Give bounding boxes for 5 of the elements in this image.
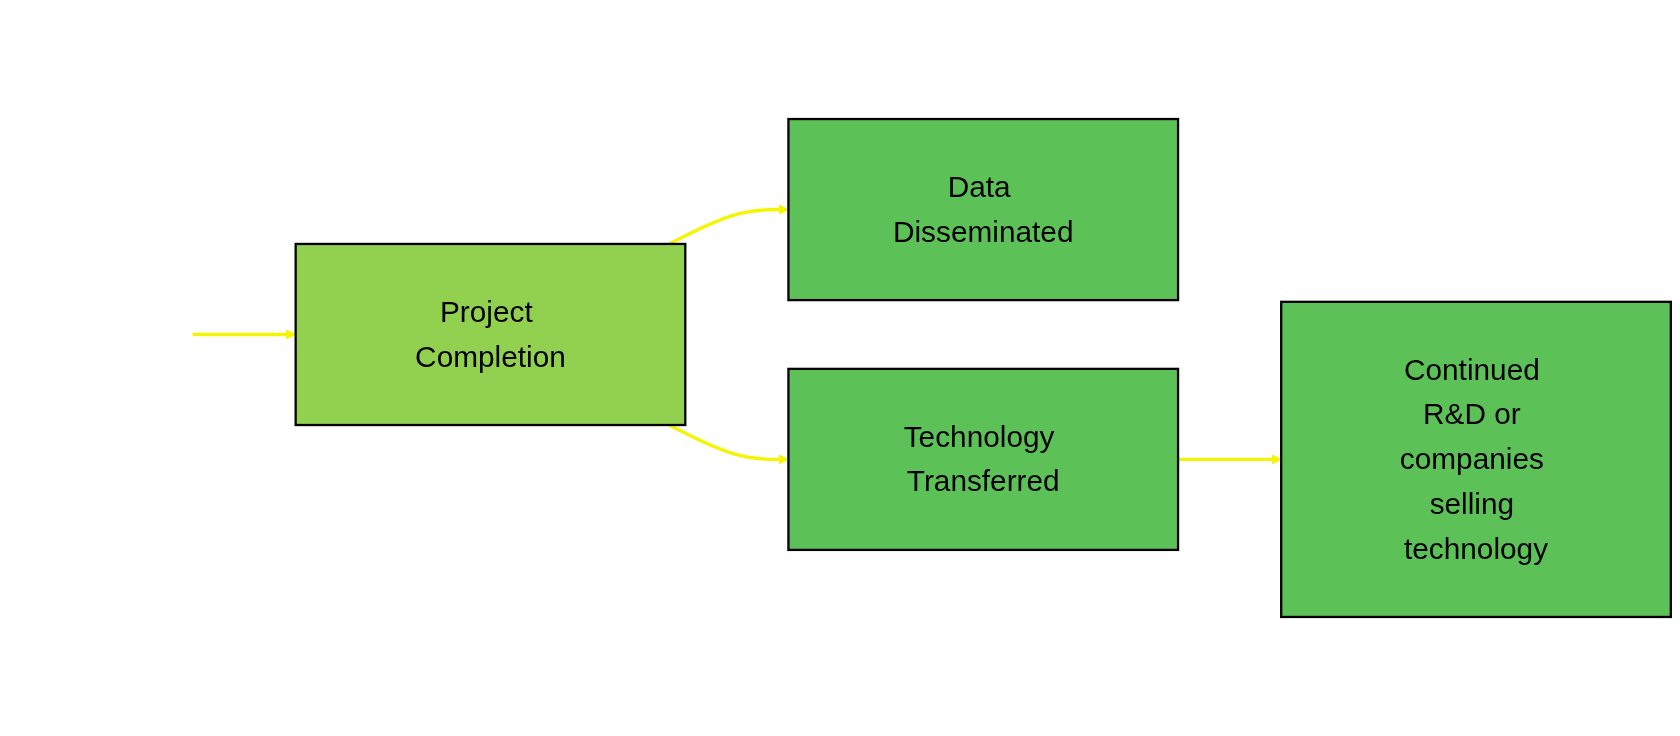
node-box: Project Completion bbox=[294, 242, 687, 427]
node-box: Data Disseminated bbox=[787, 117, 1180, 302]
node-box: Continued R&D or companies selling technology bbox=[1280, 300, 1672, 619]
arrow bbox=[1178, 454, 1282, 465]
node-box: Technology Transferred bbox=[787, 367, 1180, 552]
